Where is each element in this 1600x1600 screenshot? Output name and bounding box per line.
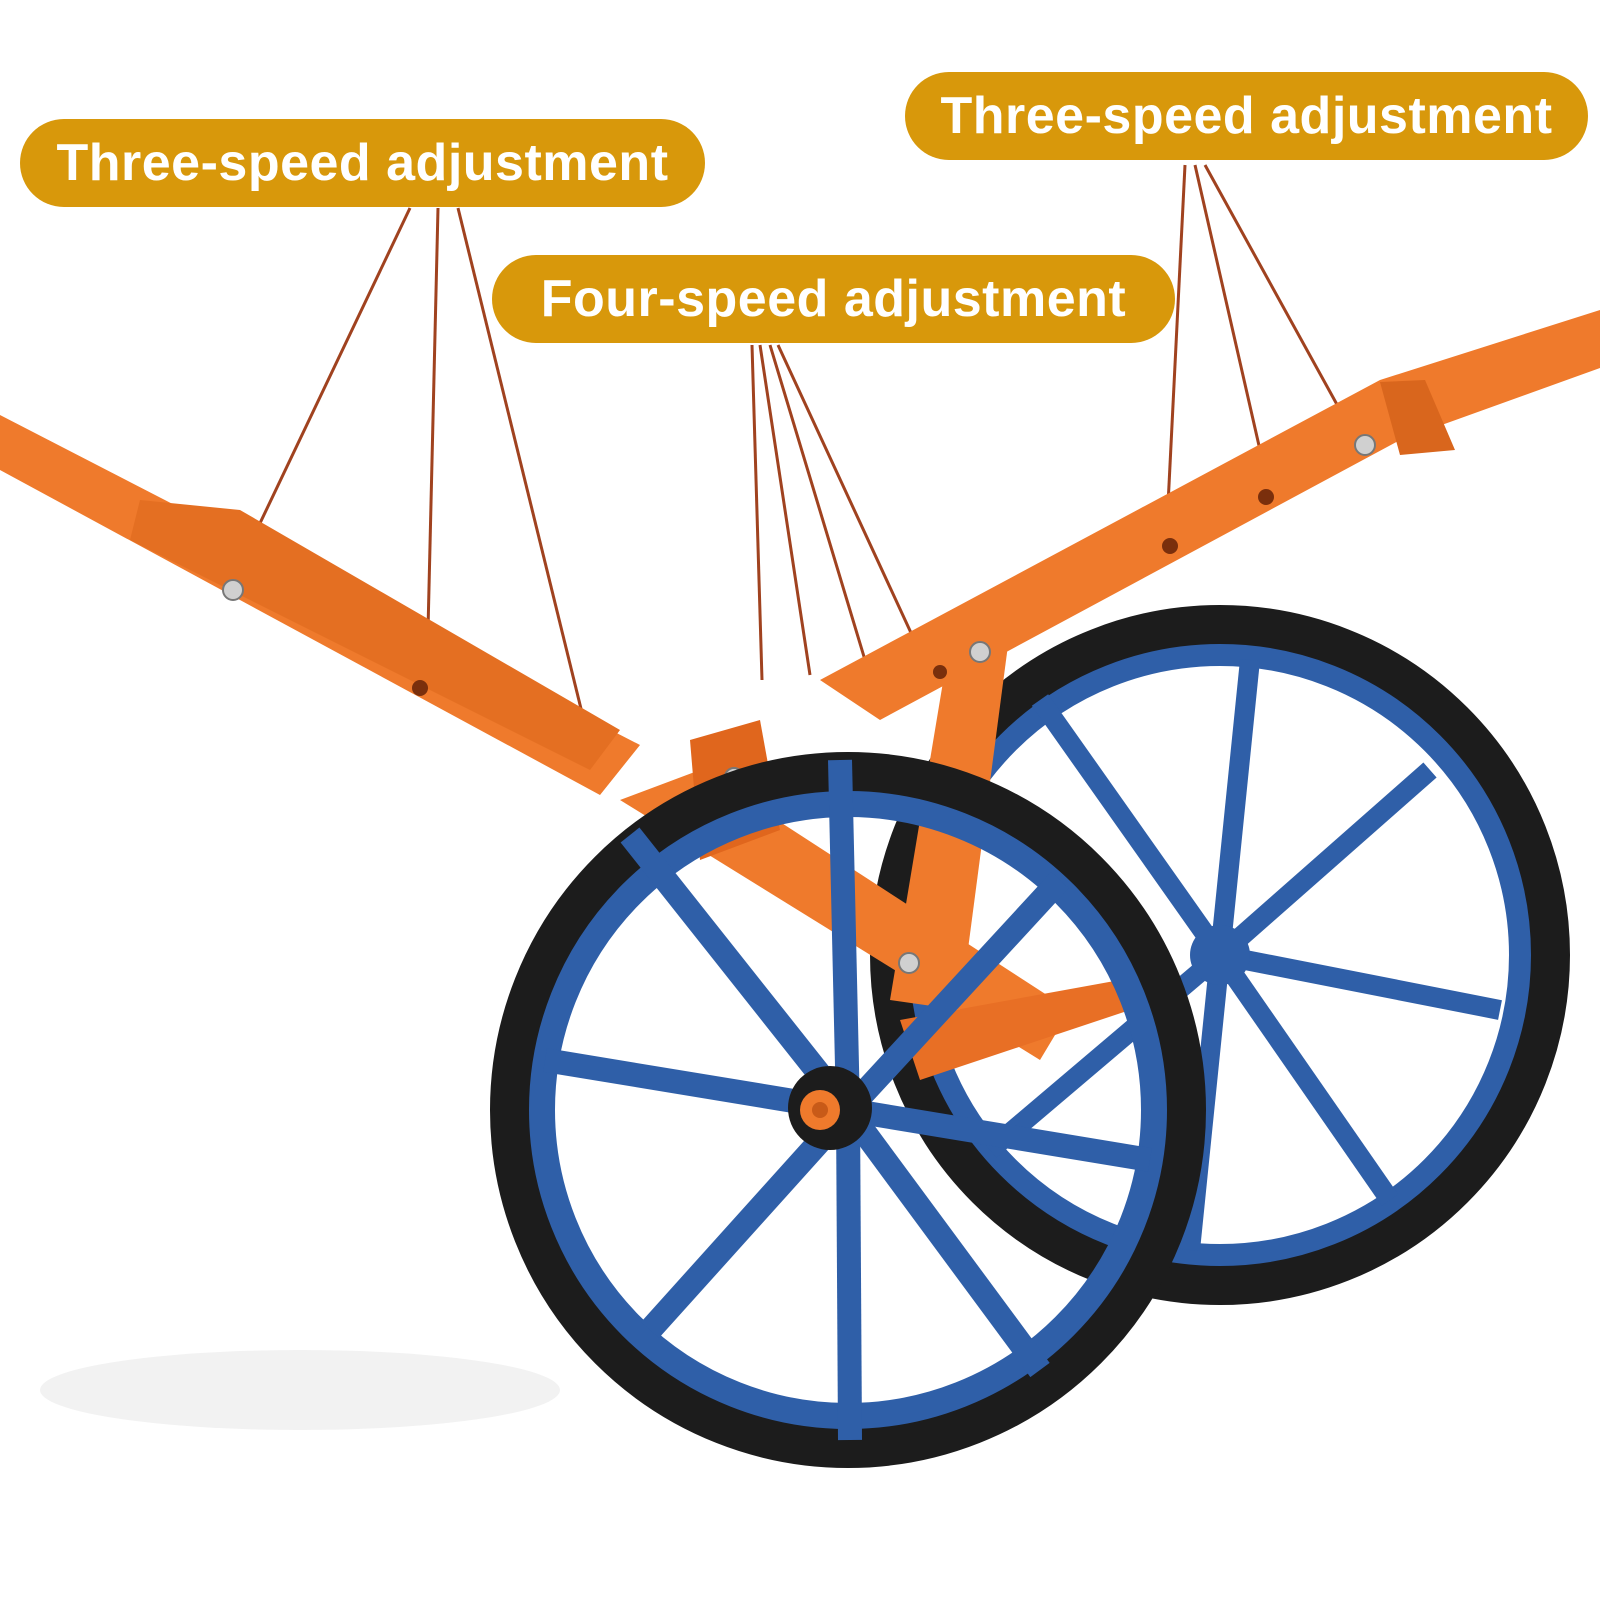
label-four-speed: Four-speed adjustment [492, 255, 1175, 343]
ground-shadow [40, 1350, 560, 1430]
label-text: Three-speed adjustment [940, 87, 1553, 145]
label-text: Four-speed adjustment [540, 270, 1127, 328]
label-text: Three-speed adjustment [56, 134, 669, 192]
label-three-speed-right: Three-speed adjustment [905, 72, 1588, 160]
front-wheel [490, 752, 1206, 1468]
label-three-speed-left: Three-speed adjustment [20, 119, 705, 207]
leader-lines [250, 164, 1342, 726]
